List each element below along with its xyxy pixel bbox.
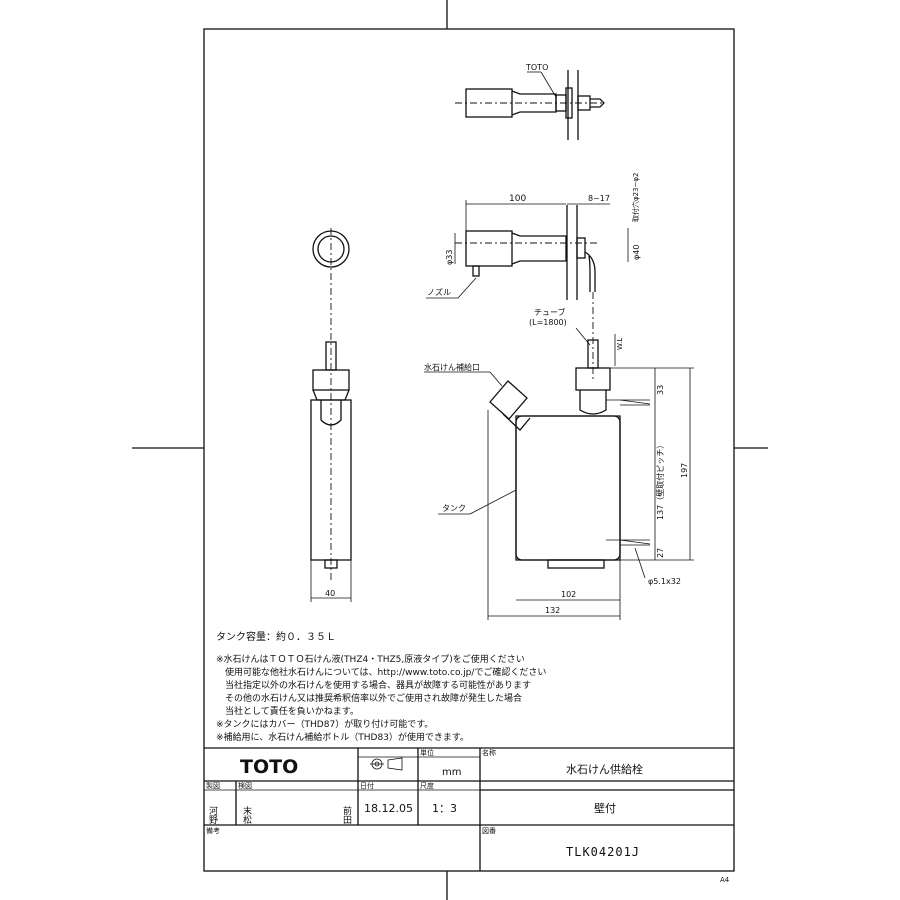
top-view: TOTO [455, 63, 605, 140]
note-line-7: ※補給用に、水石けん補給ボトル（THD83）が使用できます。 [216, 731, 469, 743]
unit-value: mm [442, 767, 461, 778]
refill-port-label: 水石けん補給口 [424, 362, 480, 372]
dim-phi33: φ33 [445, 250, 454, 265]
tube-length-label: (L=1800) [529, 318, 567, 327]
tank-label: タンク [442, 504, 466, 513]
drawing-number: TLK04201J [566, 845, 640, 859]
note-line-6: ※タンクにはカバー（THD87）が取り付け可能です。 [216, 718, 433, 730]
paper-size: A4 [720, 876, 730, 884]
dim-102: 102 [561, 590, 576, 599]
product-name: 水石けん供給栓 [566, 762, 643, 776]
nozzle-label: ノズル [427, 287, 451, 297]
drawing-no-label: 図番 [482, 827, 496, 835]
remarks-label: 備考 [206, 826, 220, 835]
dim-100: 100 [509, 194, 526, 204]
note-line-1: ※水石けんはＴＯＴＯ石けん液(THZ4・THZ5,原液タイプ)をご使用ください [216, 653, 525, 665]
dim-phi40: φ40 [632, 245, 641, 260]
toto-mark-label: TOTO [525, 63, 548, 72]
notes: タンク容量：約０．３５Ｌ ※水石けんはＴＯＴＯ石けん液(THZ4・THZ5,原液… [216, 630, 546, 743]
left-side-view: 40 [310, 228, 352, 602]
dim-33: 33 [656, 385, 665, 395]
note-line-4: その他の水石けん又は推奨希釈倍率以外でご使用され故障が発生した場合 [216, 692, 522, 704]
dim-27: 27 [656, 548, 665, 558]
scale-label: 尺度 [420, 781, 434, 790]
dim-40: 40 [325, 589, 335, 598]
tube-label: チューブ [534, 307, 566, 317]
title-block: TOTO 単位 mm 名称 水石けん供給栓 製図 検図 日付 尺度 河野 末松 … [204, 747, 734, 884]
scale-value: 1：3 [432, 802, 457, 815]
mount-hole-label: 取付穴φ23~φ2 [631, 173, 640, 222]
date-label: 日付 [360, 781, 374, 790]
capacity-note: タンク容量：約０．３５Ｌ [216, 630, 336, 643]
tank-front-view: W.L チューブ (L=1800) 水石けん補給口 タンク 33 197 137… [424, 292, 694, 620]
checked-by-1: 末松 [241, 805, 252, 825]
note-line-5: 当社として責任を負いかねます。 [216, 705, 359, 717]
projection-symbol-icon [370, 757, 403, 771]
dim-8-17: 8~17 [588, 194, 610, 203]
checked-label: 検図 [238, 781, 252, 790]
dim-137: 137（壁取付ピッチ） [655, 441, 665, 520]
date-value: 18.12.05 [364, 802, 413, 815]
sheet-border [203, 28, 735, 872]
dim-132: 132 [545, 606, 560, 615]
note-line-2: 使用可能な他社水石けんについては、http://www.toto.co.jp/で… [216, 666, 546, 678]
drawn-label: 製図 [206, 781, 220, 790]
checked-by-2: 前田 [341, 805, 352, 825]
install-type: 壁付 [594, 801, 616, 815]
dim-197: 197 [680, 463, 689, 478]
unit-label: 単位 [420, 748, 434, 757]
spout-side-view: 100 8~17 φ33 φ40 取付穴φ23~φ2 ノズル [426, 173, 641, 300]
drawn-by: 河野 [207, 805, 218, 824]
screw-label: φ5.1x32 [648, 577, 681, 586]
note-line-3: 当社指定以外の水石けんを使用する場合、器具が故障する可能性があります [216, 679, 531, 691]
wl-label: W.L [616, 338, 624, 350]
toto-logo: TOTO [240, 756, 298, 778]
name-label: 名称 [482, 748, 496, 757]
